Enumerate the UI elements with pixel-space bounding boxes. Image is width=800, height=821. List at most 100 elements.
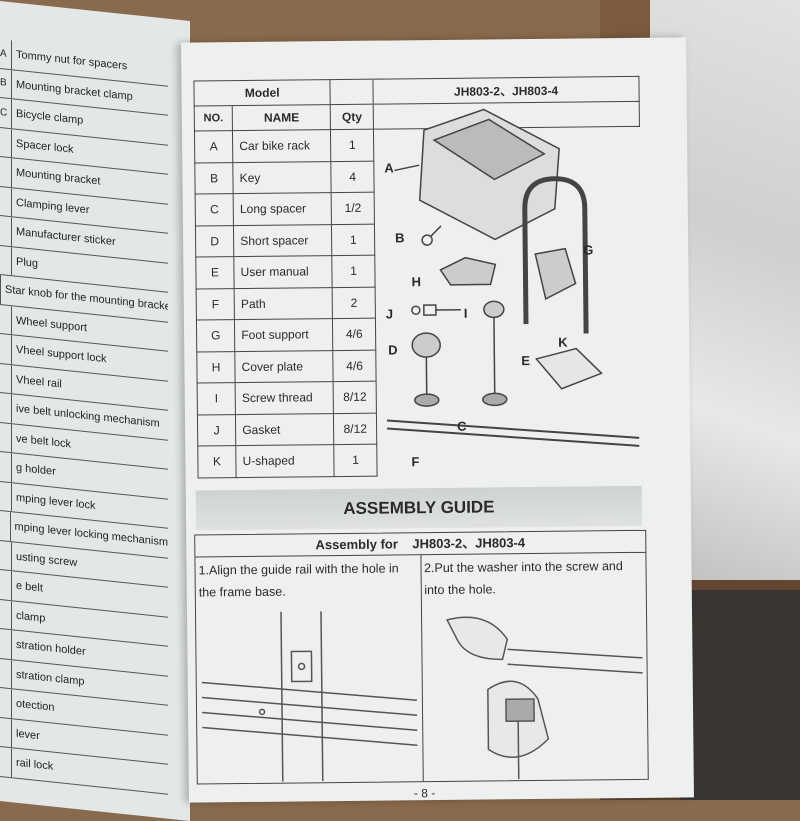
model-label: Model: [194, 80, 331, 106]
part-no: G: [196, 320, 235, 352]
part-qty: 1: [331, 129, 374, 161]
assembly-table: Assembly for JH803-2、JH803-4 1.Align the…: [194, 530, 649, 785]
step-2-illustration: [426, 608, 648, 780]
diagram-label-c: C: [457, 419, 467, 434]
assembly-guide-title: ASSEMBLY GUIDE: [196, 486, 642, 531]
parts-list-text: clamp: [12, 609, 45, 625]
parts-list-text: mping lever lock: [12, 491, 95, 512]
parts-list-text: stration clamp: [12, 668, 84, 688]
assembly-for-label: Assembly for: [315, 536, 398, 552]
part-no: I: [197, 383, 236, 415]
part-qty: 1: [332, 224, 375, 256]
parts-list-letter: [0, 511, 11, 541]
parts-list-letter: [0, 364, 12, 394]
parts-list-text: stration holder: [12, 639, 86, 659]
parts-list-letter: B: [0, 69, 12, 99]
parts-list-letter: A: [0, 39, 12, 69]
parts-list-text: g holder: [12, 462, 56, 479]
parts-list-letter: [0, 452, 12, 482]
part-name: Foot support: [235, 319, 333, 352]
parts-list-text: otection: [12, 698, 55, 714]
step-2-text: 2.Put the washer into the screw and into…: [424, 559, 623, 597]
col-no: NO.: [194, 106, 232, 131]
parts-list-letter: [0, 305, 12, 335]
parts-list-text: Wheel support: [12, 314, 87, 334]
part-qty: 2: [332, 287, 375, 319]
part-no: K: [198, 446, 237, 478]
parts-list-text: Tommy nut for spacers: [12, 49, 127, 73]
parts-list-letter: [0, 334, 12, 364]
step-1-illustration: [201, 610, 423, 782]
part-name: Screw thread: [235, 382, 333, 415]
step-1-text: 1.Align the guide rail with the hole in …: [198, 561, 398, 599]
part-name: Gasket: [236, 413, 334, 446]
assembly-model: JH803-2、JH803-4: [412, 535, 525, 551]
part-no: H: [197, 351, 236, 383]
parts-list-letter: [0, 157, 12, 187]
parts-list-text: Manufacturer sticker: [12, 226, 116, 249]
parts-list-letter: [0, 747, 12, 777]
part-no: D: [195, 225, 234, 257]
diagram-label-a: A: [384, 160, 394, 175]
parts-list-text: Mounting bracket clamp: [12, 78, 133, 103]
parts-list-letter: [0, 570, 12, 600]
part-name: Car bike rack: [233, 130, 331, 163]
part-qty: 1/2: [331, 192, 374, 224]
part-qty: 4/6: [333, 350, 376, 382]
page-number: - 8 -: [414, 786, 435, 800]
parts-list-letter: [0, 718, 12, 748]
part-name: Cover plate: [235, 350, 333, 383]
part-no: F: [196, 288, 235, 320]
part-name: Key: [233, 161, 331, 194]
part-name: Long spacer: [233, 193, 331, 226]
part-qty: 1: [334, 444, 377, 476]
diagram-label-i: I: [464, 306, 468, 321]
diagram-label-g: G: [583, 242, 593, 257]
parts-list-letter: [0, 128, 12, 158]
part-qty: 8/12: [333, 381, 376, 413]
part-qty: 4/6: [333, 318, 376, 350]
diagram-label-h: H: [411, 274, 421, 289]
diagram-label-b: B: [395, 230, 405, 245]
parts-list-letter: [0, 423, 12, 453]
parts-list-text: Plug: [12, 255, 38, 270]
parts-list-text: usting screw: [12, 550, 77, 569]
parts-list-letter: [0, 216, 12, 246]
parts-list-letter: [0, 600, 12, 630]
diagram-label-j: J: [386, 306, 393, 321]
col-name: NAME: [232, 105, 330, 131]
parts-list-letter: [0, 393, 12, 423]
diagram-label-f: F: [411, 454, 419, 469]
part-no: E: [196, 257, 235, 289]
parts-diagram: A B C D E F G H I J K: [373, 101, 639, 129]
parts-list-text: e belt: [12, 580, 43, 595]
parts-list-text: Clamping lever: [12, 196, 89, 216]
step-2: 2.Put the washer into the screw and into…: [420, 553, 648, 781]
part-name: Short spacer: [234, 224, 332, 257]
parts-list-text: Spacer lock: [12, 137, 73, 155]
part-no: C: [195, 194, 234, 226]
parts-list-letter: [0, 246, 12, 276]
part-qty: 1: [332, 255, 375, 287]
part-qty: 8/12: [334, 413, 377, 445]
part-no: B: [195, 162, 234, 194]
parts-list-letter: [0, 482, 12, 512]
part-no: J: [197, 414, 236, 446]
parts-list-text: Mounting bracket: [12, 167, 100, 188]
part-no: A: [194, 131, 233, 163]
part-name: U-shaped: [236, 445, 334, 478]
parts-list-text: Vheel support lock: [12, 344, 107, 366]
part-qty: 4: [331, 161, 374, 193]
step-1: 1.Align the guide rail with the hole in …: [195, 555, 422, 783]
box-shadow-area: [680, 590, 800, 800]
part-name: Path: [234, 287, 332, 320]
diagram-label-k: K: [558, 335, 568, 350]
parts-list-text: lever: [12, 727, 40, 742]
parts-list-letter: [0, 629, 12, 659]
col-qty: Qty: [331, 104, 374, 129]
parts-list-letter: C: [0, 98, 12, 128]
